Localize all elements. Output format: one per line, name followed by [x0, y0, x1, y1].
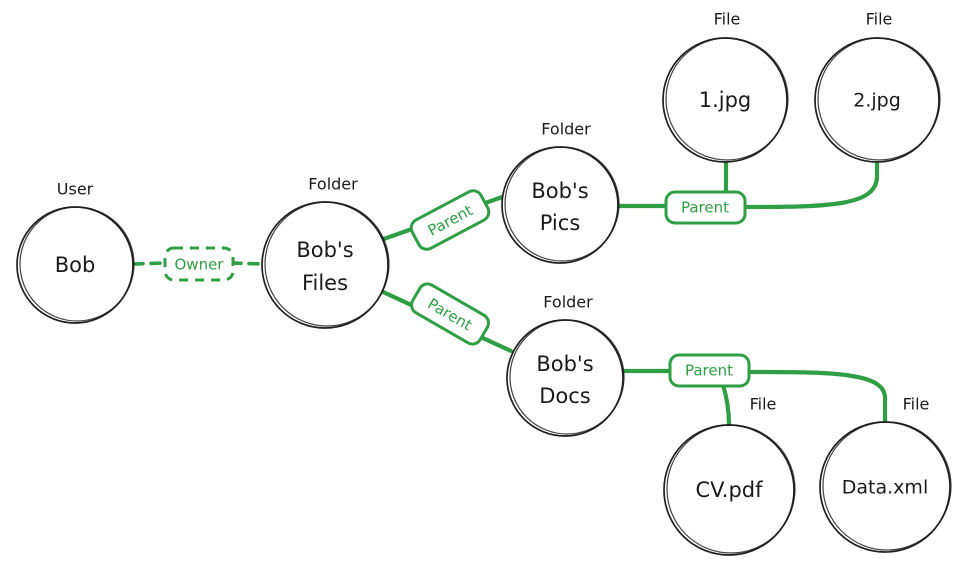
- node-2jpg-label: 2.jpg: [853, 90, 901, 112]
- edge-label-parent-pics-box: [409, 189, 491, 251]
- edge-label-parent-pics[interactable]: Parent: [408, 188, 492, 253]
- edge-owner-line-right: [230, 261, 265, 266]
- node-bobs-docs[interactable]: Bob's Docs Folder: [506, 293, 625, 437]
- node-dataxml-circle-sketch: [822, 421, 952, 551]
- node-bobs-docs-label-line1: Bob's: [536, 352, 593, 376]
- node-cvpdf-label: CV.pdf: [695, 478, 763, 502]
- node-bob-type-label: User: [57, 180, 94, 199]
- node-1jpg-type-label: File: [714, 10, 741, 29]
- edge-parent-jpg2-line: [741, 159, 880, 210]
- edge-parent-data-line: [746, 369, 888, 425]
- node-bobs-files-label-line1: Bob's: [296, 238, 353, 262]
- edge-label-parent-docs-box: [410, 282, 490, 346]
- node-bobs-pics-circle-sketch: [504, 146, 620, 262]
- node-bobs-docs-circle-sketch: [509, 319, 625, 435]
- node-bobs-files-label-line2: Files: [302, 271, 348, 295]
- edge-label-parent-docs-children-box: [668, 353, 751, 388]
- node-1jpg[interactable]: 1.jpg File: [662, 10, 789, 163]
- edge-label-parent-pics-children-text: Parent: [681, 199, 729, 217]
- node-bobs-docs-type-label: Folder: [543, 293, 593, 312]
- edge-label-owner-text: Owner: [175, 256, 225, 274]
- edge-label-parent-docs-children-text: Parent: [685, 362, 733, 380]
- edge-parent-cv-line: [720, 382, 732, 428]
- node-bobs-pics[interactable]: Bob's Pics Folder: [501, 120, 620, 264]
- edge-label-parent-pics-children-box: [664, 190, 747, 225]
- edge-label-owner[interactable]: Owner: [163, 246, 235, 282]
- node-bobs-pics-label-line1: Bob's: [531, 179, 588, 203]
- node-dataxml-label: Data.xml: [842, 477, 928, 499]
- node-bobs-docs-label-line2: Docs: [539, 384, 591, 408]
- node-bob-label: Bob: [55, 253, 96, 277]
- node-2jpg-type-label: File: [866, 10, 893, 29]
- node-bobs-pics-label-line2: Pics: [540, 211, 581, 235]
- node-bobs-files[interactable]: Bob's Files Folder: [261, 175, 390, 329]
- node-bob[interactable]: Bob User: [16, 180, 135, 324]
- node-bobs-pics-type-label: Folder: [541, 120, 591, 139]
- edge-label-parent-docs-children[interactable]: Parent: [668, 353, 751, 388]
- node-dataxml-type-label: File: [903, 395, 930, 414]
- node-cvpdf[interactable]: CV.pdf File: [663, 395, 796, 556]
- node-2jpg[interactable]: 2.jpg File: [814, 10, 941, 163]
- node-1jpg-label: 1.jpg: [699, 88, 752, 112]
- node-bob-circle-sketch: [19, 206, 135, 322]
- edge-label-owner-box: [163, 246, 235, 282]
- node-2jpg-circle-sketch: [817, 37, 941, 161]
- node-dataxml[interactable]: Data.xml File: [819, 395, 952, 553]
- node-cvpdf-circle-sketch: [666, 424, 796, 554]
- edge-owner-line-left: [132, 261, 168, 266]
- node-bobs-files-type-label: Folder: [308, 175, 358, 194]
- edge-owner[interactable]: [132, 261, 265, 266]
- node-1jpg-circle-sketch: [665, 37, 789, 161]
- edge-label-parent-docs[interactable]: Parent: [408, 281, 492, 348]
- node-cvpdf-type-label: File: [750, 395, 777, 414]
- node-bobs-files-circle-sketch: [264, 201, 390, 327]
- edge-label-parent-pics-children[interactable]: Parent: [664, 190, 747, 225]
